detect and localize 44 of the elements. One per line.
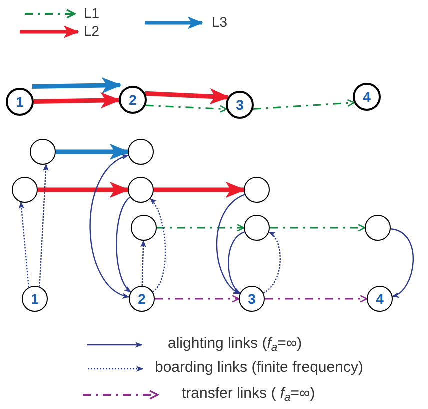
legend-text: L1 (84, 6, 100, 20)
boarding-arrow (39, 164, 49, 287)
legend-text: transfer links ( f$_{a}$=∞) (182, 386, 316, 401)
line-arrow (34, 92, 122, 109)
alighting-arrow (228, 232, 245, 294)
transfer-arrow (157, 224, 245, 232)
line-arrow (154, 182, 246, 198)
stop-number: 4 (376, 292, 384, 306)
transfer-arrow (253, 99, 355, 110)
legend-text: boarding links (finite frequency) (155, 360, 364, 375)
legend-text: alighting links (f$_{a}$=∞) (168, 336, 302, 351)
alighting-arrow (90, 154, 130, 298)
transfer-arrow (270, 224, 366, 232)
stop-node (239, 286, 265, 312)
stop-number: 2 (129, 93, 137, 107)
line-arrow (38, 182, 130, 198)
boarding-arrow (18, 202, 30, 288)
line-arrow (32, 77, 122, 94)
stop-node (129, 286, 155, 312)
stop-node (226, 91, 254, 119)
stop-node (119, 86, 147, 114)
alighting-arrow (390, 228, 414, 298)
boarding-arrow (263, 232, 281, 294)
line-arrow (145, 88, 230, 105)
stop-number: 3 (236, 98, 244, 112)
legend-text: L2 (84, 24, 100, 38)
alighting-arrow (216, 194, 246, 294)
stop-number: 1 (16, 95, 24, 109)
alighting-arrow (116, 196, 132, 293)
line-arrow (56, 144, 130, 160)
stop-node (367, 286, 393, 312)
stop-number: 4 (363, 90, 371, 104)
transfer-arrow (265, 295, 368, 303)
boarding-arrow (140, 240, 146, 286)
transfer-arrow (146, 104, 228, 113)
stop-number: 3 (248, 292, 256, 306)
stop-number: 1 (31, 292, 39, 306)
stop-node (22, 286, 48, 312)
stop-node (6, 88, 34, 116)
stop-number: 2 (138, 292, 146, 306)
legend-text: L3 (212, 15, 228, 29)
transfer-arrow (155, 295, 240, 303)
stop-node (353, 83, 381, 111)
boarding-arrow (150, 198, 166, 292)
